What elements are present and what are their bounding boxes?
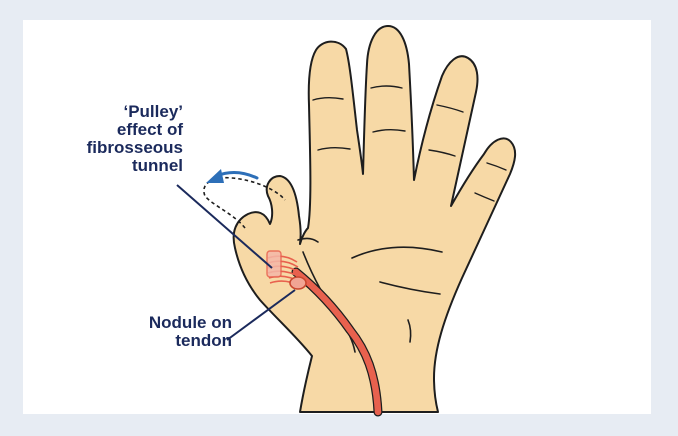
nodule-label: Nodule on tendon	[112, 314, 232, 350]
tunnel-sheath	[267, 251, 281, 277]
pulley-label-line-3: fibrosseous	[47, 139, 183, 157]
pulley-label-line-2: effect of	[47, 121, 183, 139]
pulley-label-line-1: ‘Pulley’	[47, 103, 183, 121]
nodule-label-line-1: Nodule on	[112, 314, 232, 332]
curved-arrow-icon	[206, 169, 257, 183]
tendon-nodule	[290, 277, 306, 289]
hand-outline	[234, 26, 515, 412]
pulley-label-line-4: tunnel	[47, 157, 183, 175]
pulley-label: ‘Pulley’ effect of fibrosseous tunnel	[47, 103, 183, 175]
hand-illustration	[204, 26, 515, 412]
nodule-label-line-2: tendon	[112, 332, 232, 350]
